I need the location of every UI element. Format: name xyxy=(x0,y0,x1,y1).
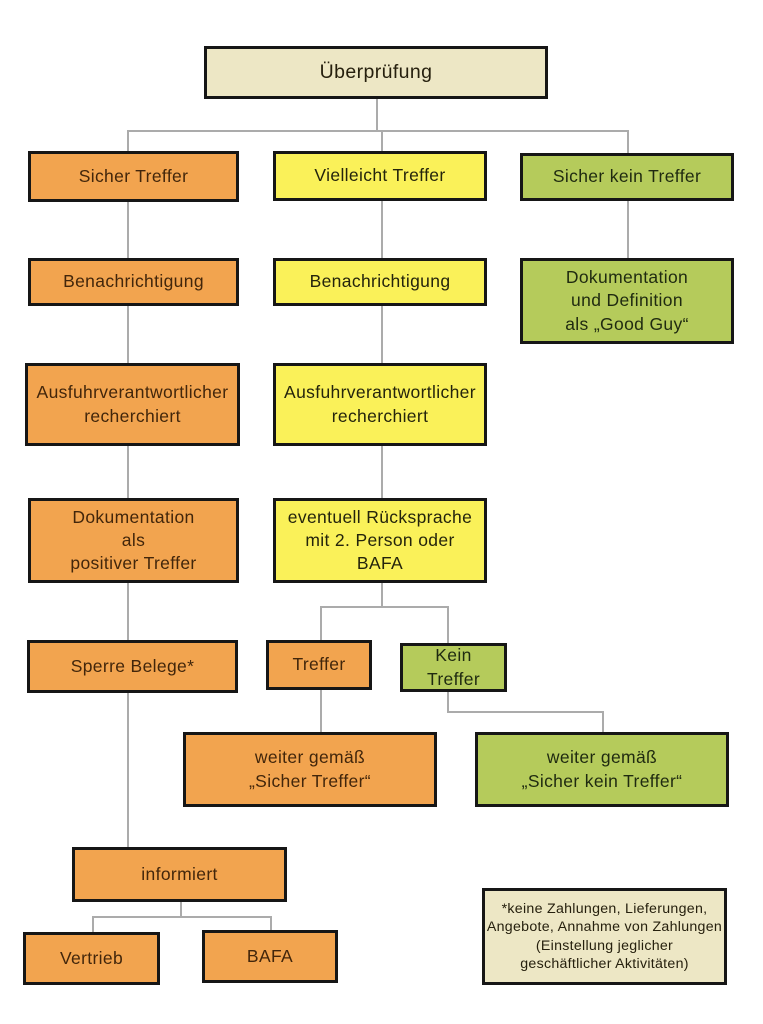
connector-line xyxy=(447,692,449,712)
connector-line xyxy=(376,99,378,131)
connector-line xyxy=(602,711,604,732)
connector-line xyxy=(381,201,383,258)
footnote-box: *keine Zahlungen, Lieferungen, Angebote,… xyxy=(482,888,727,985)
connector-line xyxy=(127,583,129,640)
connector-line xyxy=(381,446,383,498)
node-weiter-sicher-kein-treffer: weiter gemäß „Sicher kein Treffer“ xyxy=(475,732,729,807)
connector-line xyxy=(320,690,322,732)
node-ueberpruefung: Überprüfung xyxy=(204,46,548,99)
node-benachrichtigung-mitte: Benachrichtigung xyxy=(273,258,487,306)
node-vielleicht-treffer: Vielleicht Treffer xyxy=(273,151,487,201)
connector-line xyxy=(320,606,322,640)
node-sperre-belege: Sperre Belege* xyxy=(27,640,238,693)
node-informiert: informiert xyxy=(72,847,287,902)
connector-line xyxy=(381,583,383,607)
node-sicher-kein-treffer: Sicher kein Treffer xyxy=(520,153,734,201)
node-sicher-treffer: Sicher Treffer xyxy=(28,151,239,202)
connector-line xyxy=(447,606,449,643)
node-kein-treffer: Kein Treffer xyxy=(400,643,507,692)
connector-line xyxy=(127,202,129,258)
connector-line xyxy=(127,306,129,363)
connector-line xyxy=(381,130,383,151)
node-dokumentation-good-guy: Dokumentation und Definition als „Good G… xyxy=(520,258,734,344)
node-vertrieb: Vertrieb xyxy=(23,932,160,985)
connector-line xyxy=(127,130,129,151)
connector-line xyxy=(320,606,447,608)
connector-line xyxy=(627,201,629,258)
connector-line xyxy=(92,916,94,933)
connector-line xyxy=(627,130,629,153)
node-bafa: BAFA xyxy=(202,930,338,983)
node-weiter-sicher-treffer: weiter gemäß „Sicher Treffer“ xyxy=(183,732,437,807)
connector-line xyxy=(270,916,272,931)
connector-line xyxy=(180,902,182,917)
connector-line xyxy=(92,916,270,918)
node-ausfuhrverantwortlicher-mitte: Ausfuhrverantwortlicher recherchiert xyxy=(273,363,487,446)
node-benachrichtigung-links: Benachrichtigung xyxy=(28,258,239,306)
connector-line xyxy=(127,446,129,498)
connector-line xyxy=(381,306,383,363)
node-dokumentation-positiver-treffer: Dokumentation als positiver Treffer xyxy=(28,498,239,583)
connector-line xyxy=(127,130,627,132)
node-eventuell-ruecksprache: eventuell Rücksprache mit 2. Person oder… xyxy=(273,498,487,583)
connector-line xyxy=(447,711,602,713)
node-treffer: Treffer xyxy=(266,640,372,690)
connector-line xyxy=(127,693,129,847)
node-ausfuhrverantwortlicher-links: Ausfuhrverantwortlicher recherchiert xyxy=(25,363,240,446)
